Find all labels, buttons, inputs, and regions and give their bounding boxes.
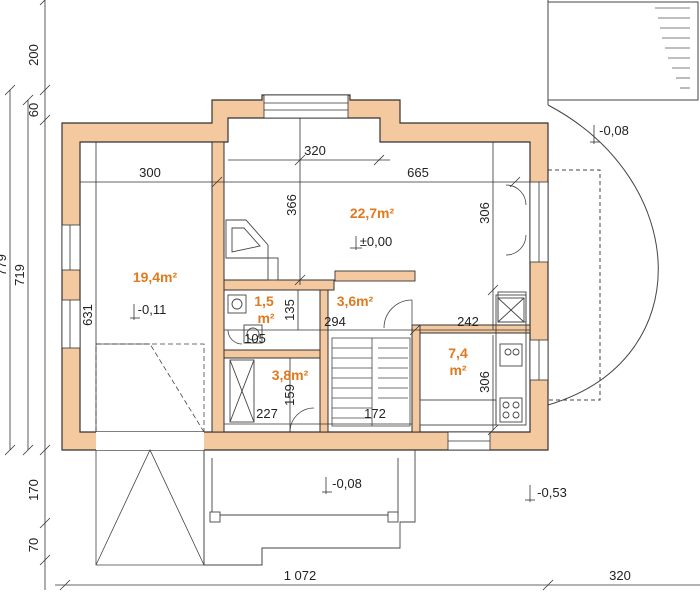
- level-marker-ground: -0,53: [525, 485, 567, 502]
- dim-242: 242: [457, 314, 479, 329]
- dimension-labels: 200 60 779 719 170 70 1 072 320 300 320 …: [0, 44, 631, 583]
- garage-door-opening: [96, 432, 204, 450]
- level-marker-living: ±0,00: [350, 234, 392, 250]
- dim-terrace-width: 320: [609, 568, 631, 583]
- living-room-area: 22,7m²: [350, 205, 395, 221]
- dim-60: 60: [26, 103, 41, 117]
- interior-walls: [211, 141, 531, 433]
- level-living: ±0,00: [360, 234, 392, 249]
- dim-70: 70: [26, 538, 41, 552]
- terrace-steps: [655, 7, 690, 89]
- hall-area: 3,6m²: [337, 293, 374, 309]
- garage-area: 19,4m²: [133, 269, 178, 285]
- dim-306-top: 306: [477, 202, 492, 224]
- level-markers: ±0,00 -0,11 -0,08 -0,08 -0,53: [130, 123, 629, 502]
- level-marker-porch: -0,08: [322, 476, 362, 494]
- dimension-lines: [4, 0, 700, 591]
- dim-159: 159: [282, 384, 297, 406]
- dim-779: 779: [0, 254, 9, 276]
- dim-366: 366: [284, 194, 299, 216]
- level-ground: -0,53: [537, 485, 567, 500]
- exterior-walls: [61, 94, 549, 451]
- garage-door: [95, 343, 205, 566]
- wc-area: 1,5: [254, 293, 274, 309]
- dim-306-kitchen: 306: [477, 371, 492, 393]
- windows: [61, 94, 549, 451]
- level-garage: -0,11: [138, 302, 167, 317]
- porch: [203, 450, 416, 566]
- fixtures: [225, 219, 527, 426]
- dim-320: 320: [304, 143, 326, 158]
- dim-631: 631: [80, 304, 95, 326]
- dim-227: 227: [256, 406, 278, 421]
- terrace: [547, 0, 699, 406]
- level-marker-terrace: -0,08: [590, 123, 629, 144]
- level-terrace: -0,08: [599, 123, 629, 138]
- dim-135: 135: [282, 299, 297, 321]
- level-porch: -0,08: [332, 476, 362, 491]
- dim-172: 172: [364, 406, 386, 421]
- dim-665: 665: [407, 165, 429, 180]
- dim-300: 300: [139, 165, 161, 180]
- kitchen-area: 7,4: [448, 345, 468, 361]
- dim-294: 294: [324, 314, 346, 329]
- dim-170: 170: [26, 479, 41, 501]
- dim-total-width: 1 072: [284, 568, 317, 583]
- vestibule-area: 3,8m²: [272, 367, 309, 383]
- room-labels: 22,7m² 19,4m² 1,5 m² 3,6m² 3,8m² 7,4 m²: [133, 205, 468, 383]
- dim-105: 105: [244, 331, 266, 346]
- kitchen-area-unit: m²: [449, 362, 466, 378]
- level-marker-garage: -0,11: [130, 302, 166, 320]
- dim-200: 200: [26, 44, 41, 66]
- wc-area-unit: m²: [257, 310, 274, 326]
- dim-719: 719: [12, 264, 27, 286]
- staircase: [331, 337, 411, 427]
